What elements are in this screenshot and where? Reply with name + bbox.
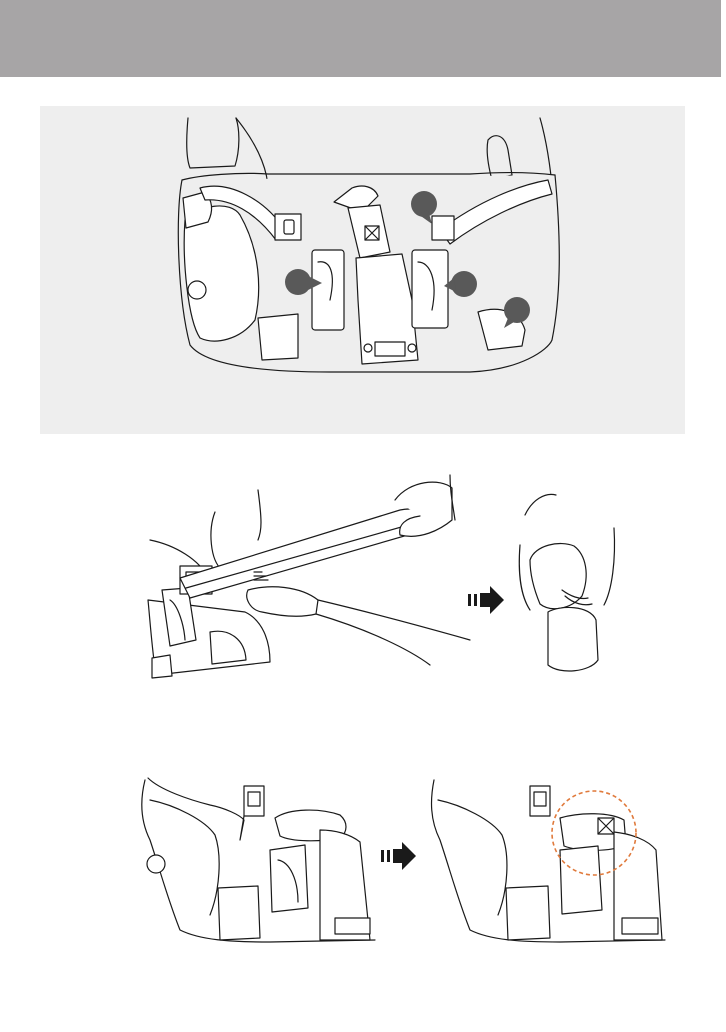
step-2-illustration: [0, 0, 726, 1032]
